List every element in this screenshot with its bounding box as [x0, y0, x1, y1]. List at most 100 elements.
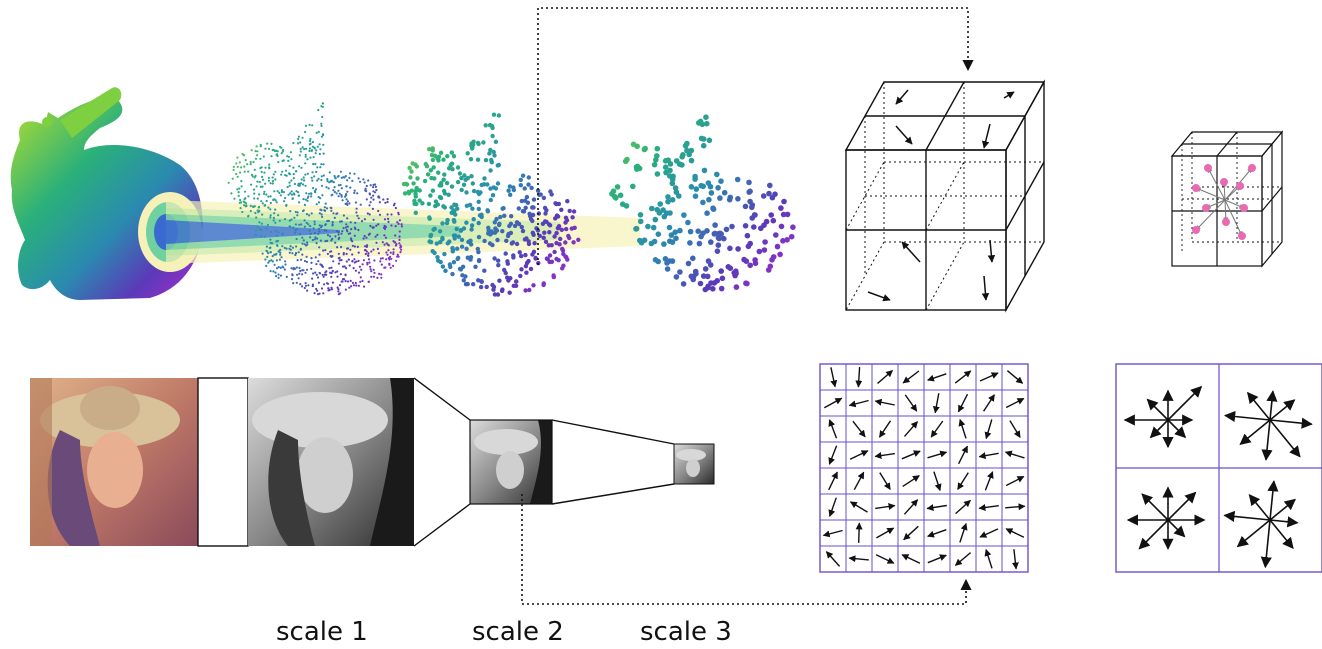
point: [780, 211, 787, 218]
point: [303, 148, 306, 151]
point: [305, 268, 309, 271]
point: [298, 184, 301, 187]
point: [300, 166, 303, 169]
point: [688, 147, 695, 154]
point: [400, 225, 403, 228]
point: [704, 120, 710, 127]
point: [695, 228, 701, 234]
point: [468, 257, 473, 262]
point: [288, 219, 291, 222]
point: [667, 210, 673, 216]
photo-grayscale-scale-1: [248, 378, 414, 546]
point: [304, 124, 308, 127]
point: [316, 237, 319, 240]
point: [346, 280, 350, 283]
point: [269, 201, 272, 205]
point: [296, 273, 299, 276]
point: [238, 161, 241, 164]
point: [637, 218, 644, 225]
point: [374, 235, 377, 238]
point: [554, 230, 559, 236]
point: [726, 196, 733, 203]
point: [316, 276, 320, 279]
point: [273, 190, 276, 193]
point: [378, 196, 381, 199]
point: [314, 188, 318, 191]
point: [340, 245, 343, 249]
point: [700, 273, 707, 279]
point: [464, 220, 469, 225]
point: [345, 198, 348, 201]
point: [692, 193, 699, 199]
point: [364, 252, 367, 256]
point: [278, 249, 281, 252]
point: [297, 135, 300, 138]
point: [519, 224, 524, 230]
point: [442, 251, 447, 257]
point: [253, 205, 256, 208]
point: [372, 268, 375, 271]
point: [276, 150, 279, 153]
point: [374, 185, 377, 188]
point: [388, 258, 391, 261]
point: [673, 235, 679, 242]
point: [306, 241, 309, 244]
point: [491, 185, 496, 190]
field-arrow: [954, 552, 972, 566]
point: [271, 255, 274, 258]
point: [375, 241, 378, 244]
point: [688, 184, 695, 190]
pyramid-connector-1: [413, 377, 471, 547]
point: [269, 216, 272, 219]
point: [267, 147, 271, 150]
point: [572, 225, 577, 230]
point: [271, 260, 274, 263]
neighbor-vector: [1195, 199, 1226, 231]
point: [685, 219, 691, 226]
point: [531, 232, 536, 237]
point: [243, 165, 246, 168]
point: [318, 224, 321, 227]
point: [288, 181, 291, 184]
point: [452, 236, 457, 241]
point: [267, 195, 270, 198]
point: [367, 179, 370, 182]
point: [571, 209, 577, 214]
point: [345, 223, 348, 226]
point: [747, 188, 753, 195]
point: [413, 194, 418, 199]
point: [243, 170, 246, 173]
point: [339, 220, 342, 223]
point: [387, 249, 390, 252]
point: [383, 227, 387, 231]
point: [292, 141, 295, 145]
point: [564, 226, 569, 232]
point: [310, 195, 313, 198]
point: [677, 269, 683, 275]
point: [353, 189, 356, 192]
field-arrow: [822, 529, 843, 538]
point: [345, 260, 348, 263]
point: [327, 287, 330, 290]
point: [692, 176, 698, 182]
vector-arrow: [901, 241, 921, 263]
histogram-arrow: [1167, 419, 1187, 439]
point: [500, 229, 505, 234]
point: [351, 244, 354, 247]
point: [333, 175, 336, 178]
point: [743, 258, 750, 265]
field-arrow: [853, 471, 865, 491]
point: [319, 263, 322, 266]
point: [353, 258, 356, 261]
point: [282, 148, 285, 152]
point: [784, 237, 790, 243]
point: [279, 274, 282, 277]
point: [326, 180, 329, 183]
point: [334, 241, 337, 244]
point: [316, 179, 319, 182]
point: [311, 171, 314, 174]
point: [372, 183, 375, 186]
point: [522, 186, 527, 191]
point: [345, 193, 348, 196]
point: [318, 212, 321, 215]
